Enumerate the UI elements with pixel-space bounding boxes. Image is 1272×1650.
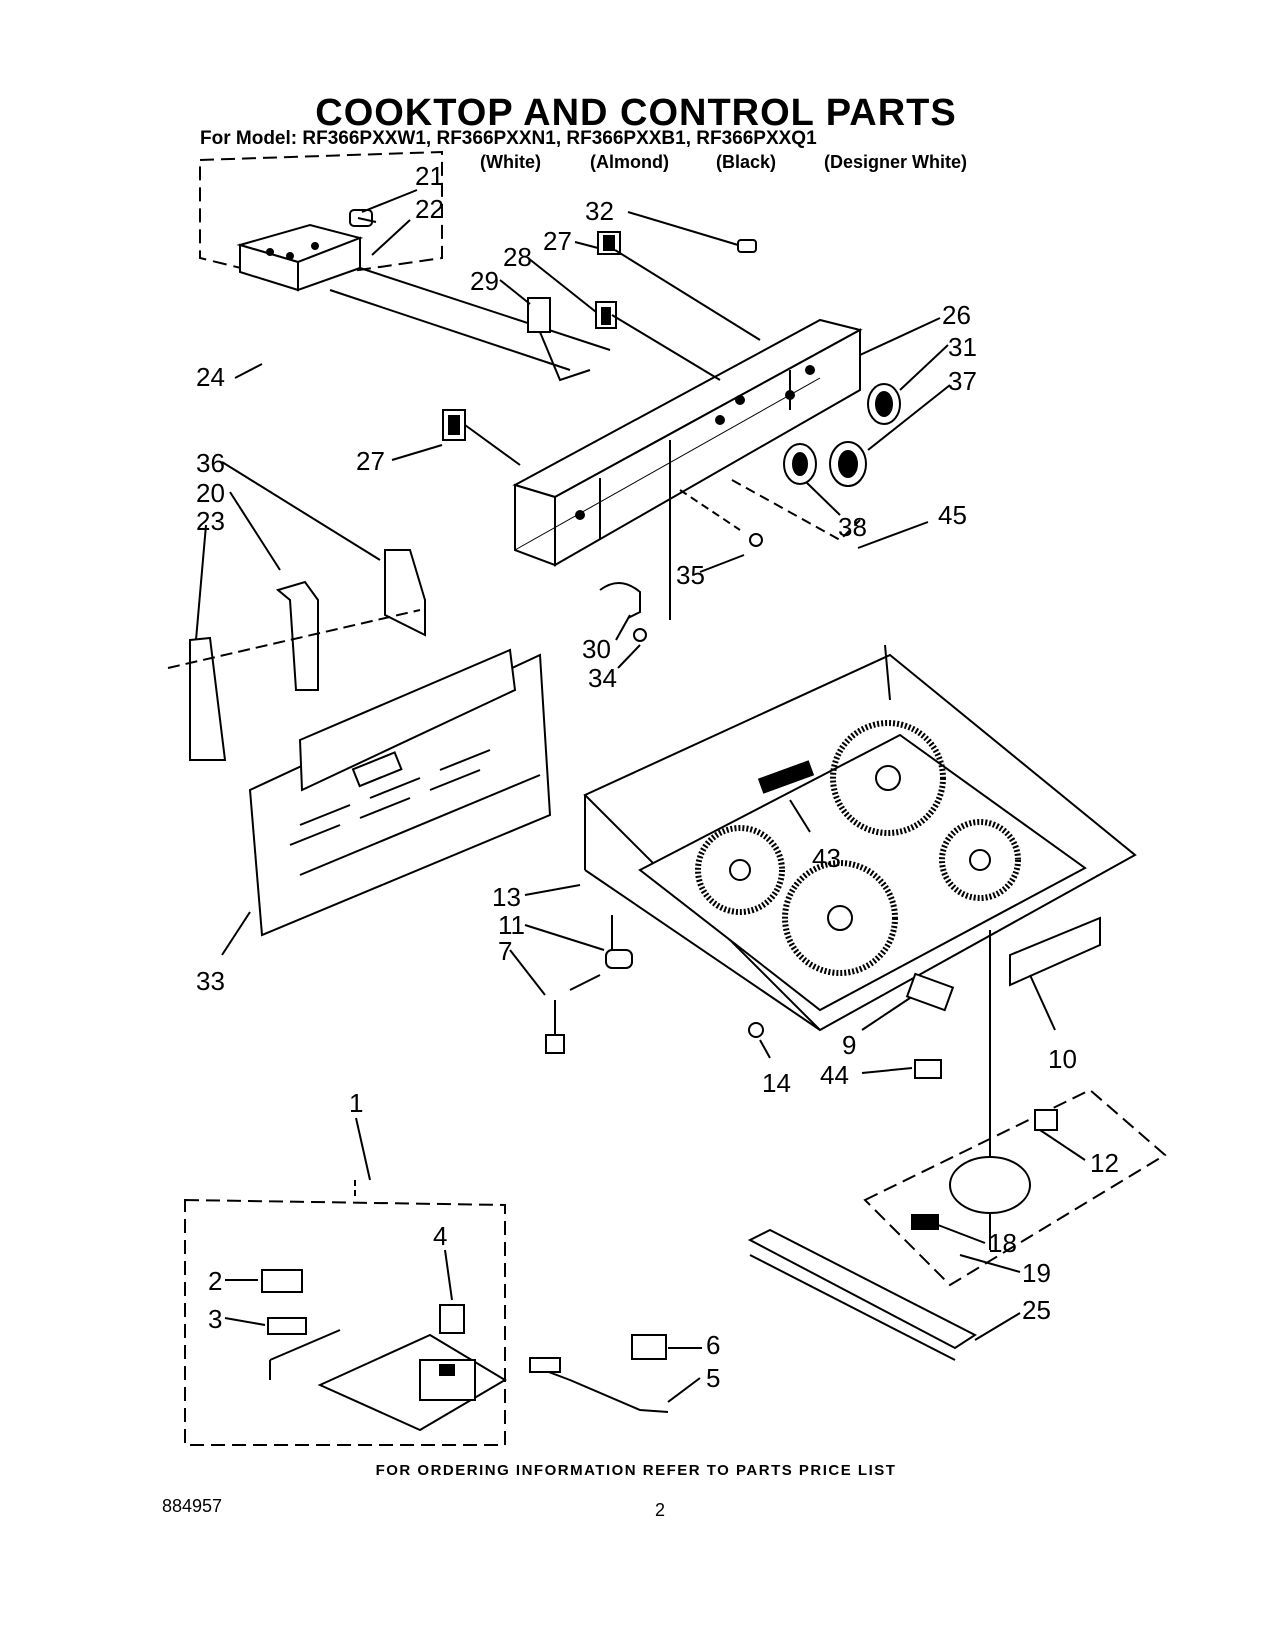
part-bracket-25	[747, 1228, 977, 1350]
part-backguard-33	[248, 648, 552, 937]
part-connector-32	[737, 239, 757, 253]
model-list: For Model: RF366PXXW1, RF366PXXN1, RF366…	[200, 128, 817, 149]
callout-14: 14	[762, 1068, 791, 1098]
part-knob-37	[829, 441, 867, 487]
part-control-console	[512, 318, 863, 567]
callout-33: 33	[196, 966, 225, 996]
callout-5: 5	[706, 1363, 721, 1393]
callout-27-left: 27	[356, 446, 385, 476]
callout-11: 11	[498, 910, 525, 940]
callout-13: 13	[492, 882, 521, 912]
callout-28: 28	[503, 242, 532, 272]
assembly-box-1	[184, 1198, 506, 1446]
callout-27-top: 27	[543, 226, 572, 256]
callout-35: 35	[676, 560, 705, 590]
part-limiter-12	[1034, 1109, 1058, 1131]
callout-25: 25	[1022, 1295, 1051, 1325]
page-number: 2	[655, 1500, 666, 1520]
part-board-1	[269, 1329, 507, 1432]
part-element-18	[949, 1156, 1031, 1214]
assembly-box-19	[863, 1088, 1167, 1287]
callout-3: 3	[208, 1304, 223, 1334]
part-knob-31	[867, 383, 901, 425]
callout-34: 34	[588, 663, 617, 693]
callout-30: 30	[582, 634, 611, 664]
callout-26: 26	[942, 300, 971, 330]
color-black: (Black)	[716, 152, 777, 172]
part-cooktop-13	[583, 644, 1137, 1032]
callout-23: 23	[196, 506, 225, 536]
page-title: COOKTOP AND CONTROL PARTS	[315, 92, 957, 134]
burner-right	[939, 819, 1021, 901]
callout-36: 36	[196, 448, 225, 478]
part-connector-6	[631, 1334, 667, 1360]
part-bracket-36	[384, 549, 426, 637]
part-trim-23	[189, 636, 227, 761]
callout-44: 44	[820, 1060, 849, 1090]
part-wire-7	[545, 974, 601, 1054]
callout-32: 32	[585, 196, 614, 226]
callout-18: 18	[988, 1228, 1017, 1258]
burner-back-right	[830, 720, 946, 836]
part-switch-2	[261, 1269, 303, 1293]
part-bulb-35	[749, 533, 763, 547]
part-thermostat-29	[527, 297, 591, 382]
callout-19: 19	[1022, 1258, 1051, 1288]
callout-12: 12	[1090, 1148, 1119, 1178]
part-sensor-5	[529, 1357, 669, 1413]
color-white: (White)	[480, 152, 541, 172]
callout-24: 24	[196, 362, 225, 392]
part-cover-10	[1009, 916, 1101, 987]
document-id: 884957	[162, 1496, 223, 1516]
callout-22: 22	[415, 194, 444, 224]
part-label-4	[439, 1304, 465, 1334]
burner-left	[695, 825, 785, 915]
part-endcap-20	[275, 580, 319, 691]
part-switch-28	[595, 301, 617, 329]
part-terminal-11	[605, 949, 633, 969]
color-designer-white: (Designer White)	[824, 152, 968, 172]
callout-1: 1	[349, 1088, 364, 1118]
callout-31: 31	[948, 332, 977, 362]
part-bracket-9	[905, 972, 955, 1012]
color-almond: (Almond)	[590, 152, 669, 172]
callout-2: 2	[208, 1266, 223, 1296]
part-lamp-43	[757, 760, 815, 794]
callout-38: 38	[838, 512, 867, 542]
callout-7: 7	[498, 936, 513, 966]
part-switch-27b	[442, 409, 466, 441]
callout-10: 10	[1048, 1044, 1077, 1074]
callout-9: 9	[842, 1030, 857, 1060]
part-plate-3	[267, 1317, 307, 1335]
callout-29: 29	[470, 266, 499, 296]
callout-43: 43	[812, 843, 841, 873]
callout-45: 45	[938, 500, 967, 530]
part-control-module	[236, 209, 377, 292]
part-switch-27a	[597, 231, 621, 255]
part-socket-30	[599, 582, 647, 642]
callout-6: 6	[706, 1330, 721, 1360]
part-knob-38	[783, 443, 817, 485]
callout-21: 21	[415, 161, 444, 191]
part-clip-44	[914, 1059, 942, 1079]
callout-20: 20	[196, 478, 225, 508]
callout-37: 37	[948, 366, 977, 396]
ordering-note: FOR ORDERING INFORMATION REFER TO PARTS …	[375, 1462, 897, 1479]
part-screw-14	[748, 1022, 764, 1038]
burner-front	[782, 860, 898, 976]
callout-4: 4	[433, 1221, 448, 1251]
